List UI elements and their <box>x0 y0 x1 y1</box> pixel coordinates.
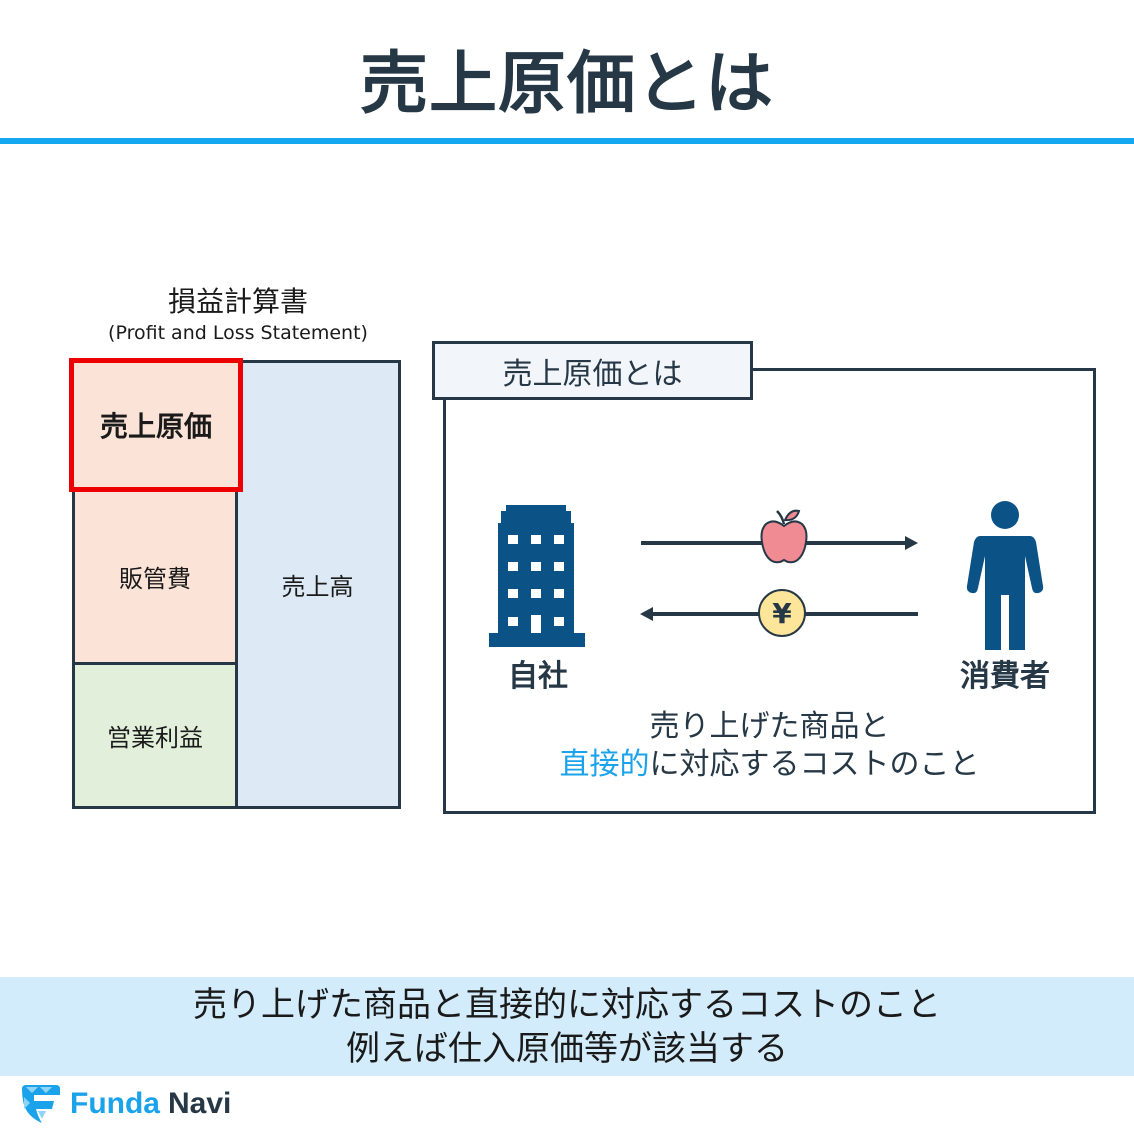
pl-title: 損益計算書 <box>167 285 308 318</box>
definition-line-1: 売り上げた商品と <box>649 709 890 744</box>
building-icon <box>489 505 585 647</box>
consumer-label: 消費者 <box>960 659 1050 694</box>
page-title: 売上原価とは <box>359 45 774 124</box>
company-label: 自社 <box>508 659 568 694</box>
brand-logo: Funda Navi <box>20 1084 231 1124</box>
arrow-right-head-icon <box>905 536 918 550</box>
yen-symbol: ¥ <box>772 596 792 630</box>
pl-block-cogs-highlighted: 売上原価 <box>69 358 243 492</box>
pl-block-sga: 販管費 <box>72 488 238 665</box>
summary-line-1: 売り上げた商品と直接的に対応するコストのこと <box>193 985 941 1025</box>
pl-block-sga-label: 販管費 <box>119 565 191 593</box>
definition-line-2: 直接的に対応するコストのこと <box>443 746 1096 784</box>
person-icon <box>966 501 1044 650</box>
definition-line-2-rest: に対応するコストのこと <box>649 747 980 782</box>
apple-icon <box>760 509 808 564</box>
arrow-left-head-icon <box>640 607 653 621</box>
summary-line-2: 例えば仕入原価等が該当する <box>346 1029 788 1069</box>
pl-block-sales: 売上高 <box>234 360 401 809</box>
yen-coin-icon: ¥ <box>758 589 806 637</box>
definition-highlight: 直接的 <box>559 747 650 782</box>
summary-band: 売り上げた商品と直接的に対応するコストのこと 例えば仕入原価等が該当する <box>0 977 1134 1076</box>
funda-navi-logo-icon <box>22 1085 60 1123</box>
pl-block-cogs-label: 売上原価 <box>99 410 212 443</box>
definition-panel-tab: 売上原価とは <box>432 341 753 400</box>
definition-description: 売り上げた商品と 直接的に対応するコストのこと <box>443 708 1096 784</box>
brand-name-funda: Funda <box>70 1087 160 1120</box>
definition-panel-tab-label: 売上原価とは <box>502 356 683 392</box>
pl-block-operating-profit: 営業利益 <box>72 662 238 809</box>
pl-block-operating-profit-label: 営業利益 <box>107 724 203 752</box>
pl-block-sales-label: 売上高 <box>281 573 354 601</box>
brand-name-navi: Navi <box>168 1087 232 1120</box>
title-divider <box>0 138 1134 144</box>
pl-subtitle: (Profit and Loss Statement) <box>108 322 368 344</box>
